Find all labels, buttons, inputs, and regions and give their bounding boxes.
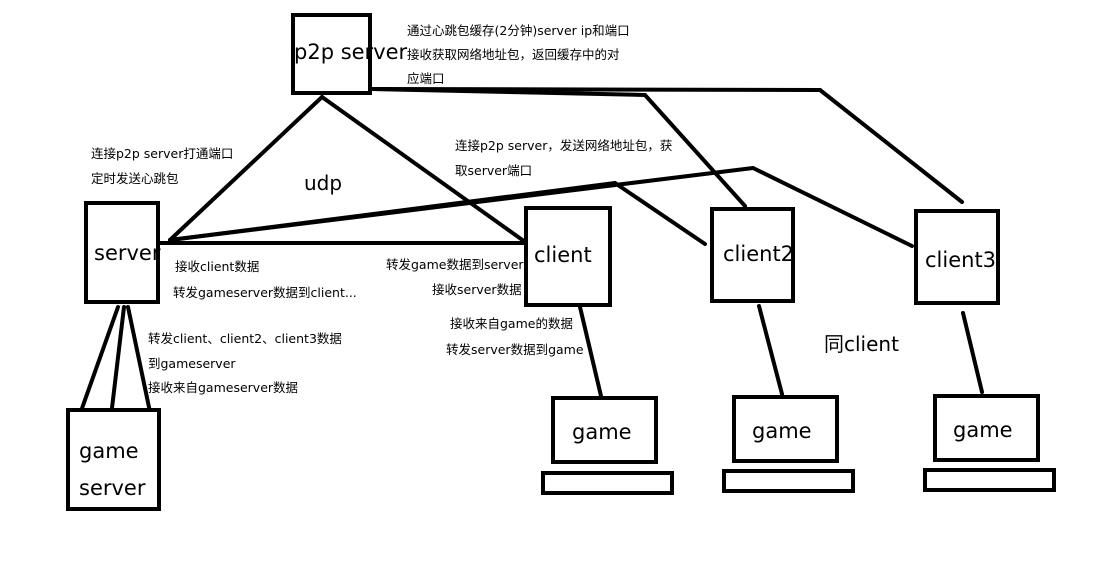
game-stand-2 <box>722 469 855 493</box>
line-client-to-game <box>578 305 603 398</box>
client-game-note-line1: 接收来自game的数据 <box>450 316 573 331</box>
line-p2p-to-client3-down <box>818 88 964 204</box>
client-box <box>524 206 612 307</box>
game-box-1 <box>551 396 658 464</box>
game-box-2 <box>732 395 839 463</box>
server-conn-note-line1: 连接p2p server打通端口 <box>91 146 234 161</box>
client2-label: client2 <box>723 242 795 266</box>
line-client3-to-game <box>961 311 984 394</box>
gs-note-line1: 转发client、client2、client3数据 <box>148 331 342 346</box>
line-server-to-gs-1 <box>78 305 120 416</box>
p2p-server-box <box>291 13 372 95</box>
server-recv-note-line2: 转发gameserver数据到client... <box>173 285 357 300</box>
game-stand-3 <box>923 468 1056 492</box>
line-client2-branch <box>613 181 707 246</box>
line-server-to-client3 <box>168 166 755 242</box>
same-client-label: 同client <box>824 332 899 356</box>
game-label-3: game <box>953 418 1013 442</box>
game-server-label-line2: server <box>79 476 146 500</box>
client-label: client <box>534 243 592 267</box>
line-client2-to-game <box>757 304 784 396</box>
line-p2p-to-client2-down <box>643 93 747 208</box>
p2p-server-label: p2p server <box>294 40 408 64</box>
game-server-box <box>66 408 161 511</box>
client3-label: client3 <box>925 248 997 272</box>
client-conn-note-line1: 连接p2p server，发送网络地址包，获 <box>455 138 673 153</box>
game-label-2: game <box>752 419 812 443</box>
server-conn-note-line2: 定时发送心跳包 <box>91 171 179 186</box>
line-p2p-to-client <box>320 95 530 246</box>
game-server-label-line1: game <box>79 439 139 463</box>
p2p-note-line1: 通过心跳包缓存(2分钟)server ip和端口 <box>407 23 630 38</box>
client-fwd-note-line2: 接收server数据 <box>432 282 522 297</box>
server-label: server <box>94 241 161 265</box>
game-stand-1 <box>541 471 674 495</box>
line-server-to-gs-3 <box>126 305 152 414</box>
udp-label: udp <box>304 171 343 195</box>
client-fwd-note-line1: 转发game数据到server <box>386 257 524 272</box>
line-client3-branch <box>751 166 914 248</box>
client-conn-note-line2: 取server端口 <box>455 163 533 178</box>
game-label-1: game <box>572 420 632 444</box>
p2p-note-line2: 接收获取网络地址包，返回缓存中的对 <box>407 47 620 62</box>
gs-note-line3: 接收来自gameserver数据 <box>148 380 299 395</box>
p2p-note-line3: 应端口 <box>407 71 445 86</box>
server-box <box>84 201 160 304</box>
server-recv-note-line1: 接收client数据 <box>175 259 260 274</box>
client2-box <box>710 207 795 303</box>
gs-note-line2: 到gameserver <box>148 356 236 371</box>
line-server-to-gs-2 <box>110 305 126 410</box>
client-game-note-line2: 转发server数据到game <box>446 342 584 357</box>
game-box-3 <box>933 394 1040 462</box>
line-p2p-to-client3 <box>370 87 822 92</box>
client3-box <box>914 209 1000 305</box>
line-p2p-to-server <box>168 95 324 242</box>
